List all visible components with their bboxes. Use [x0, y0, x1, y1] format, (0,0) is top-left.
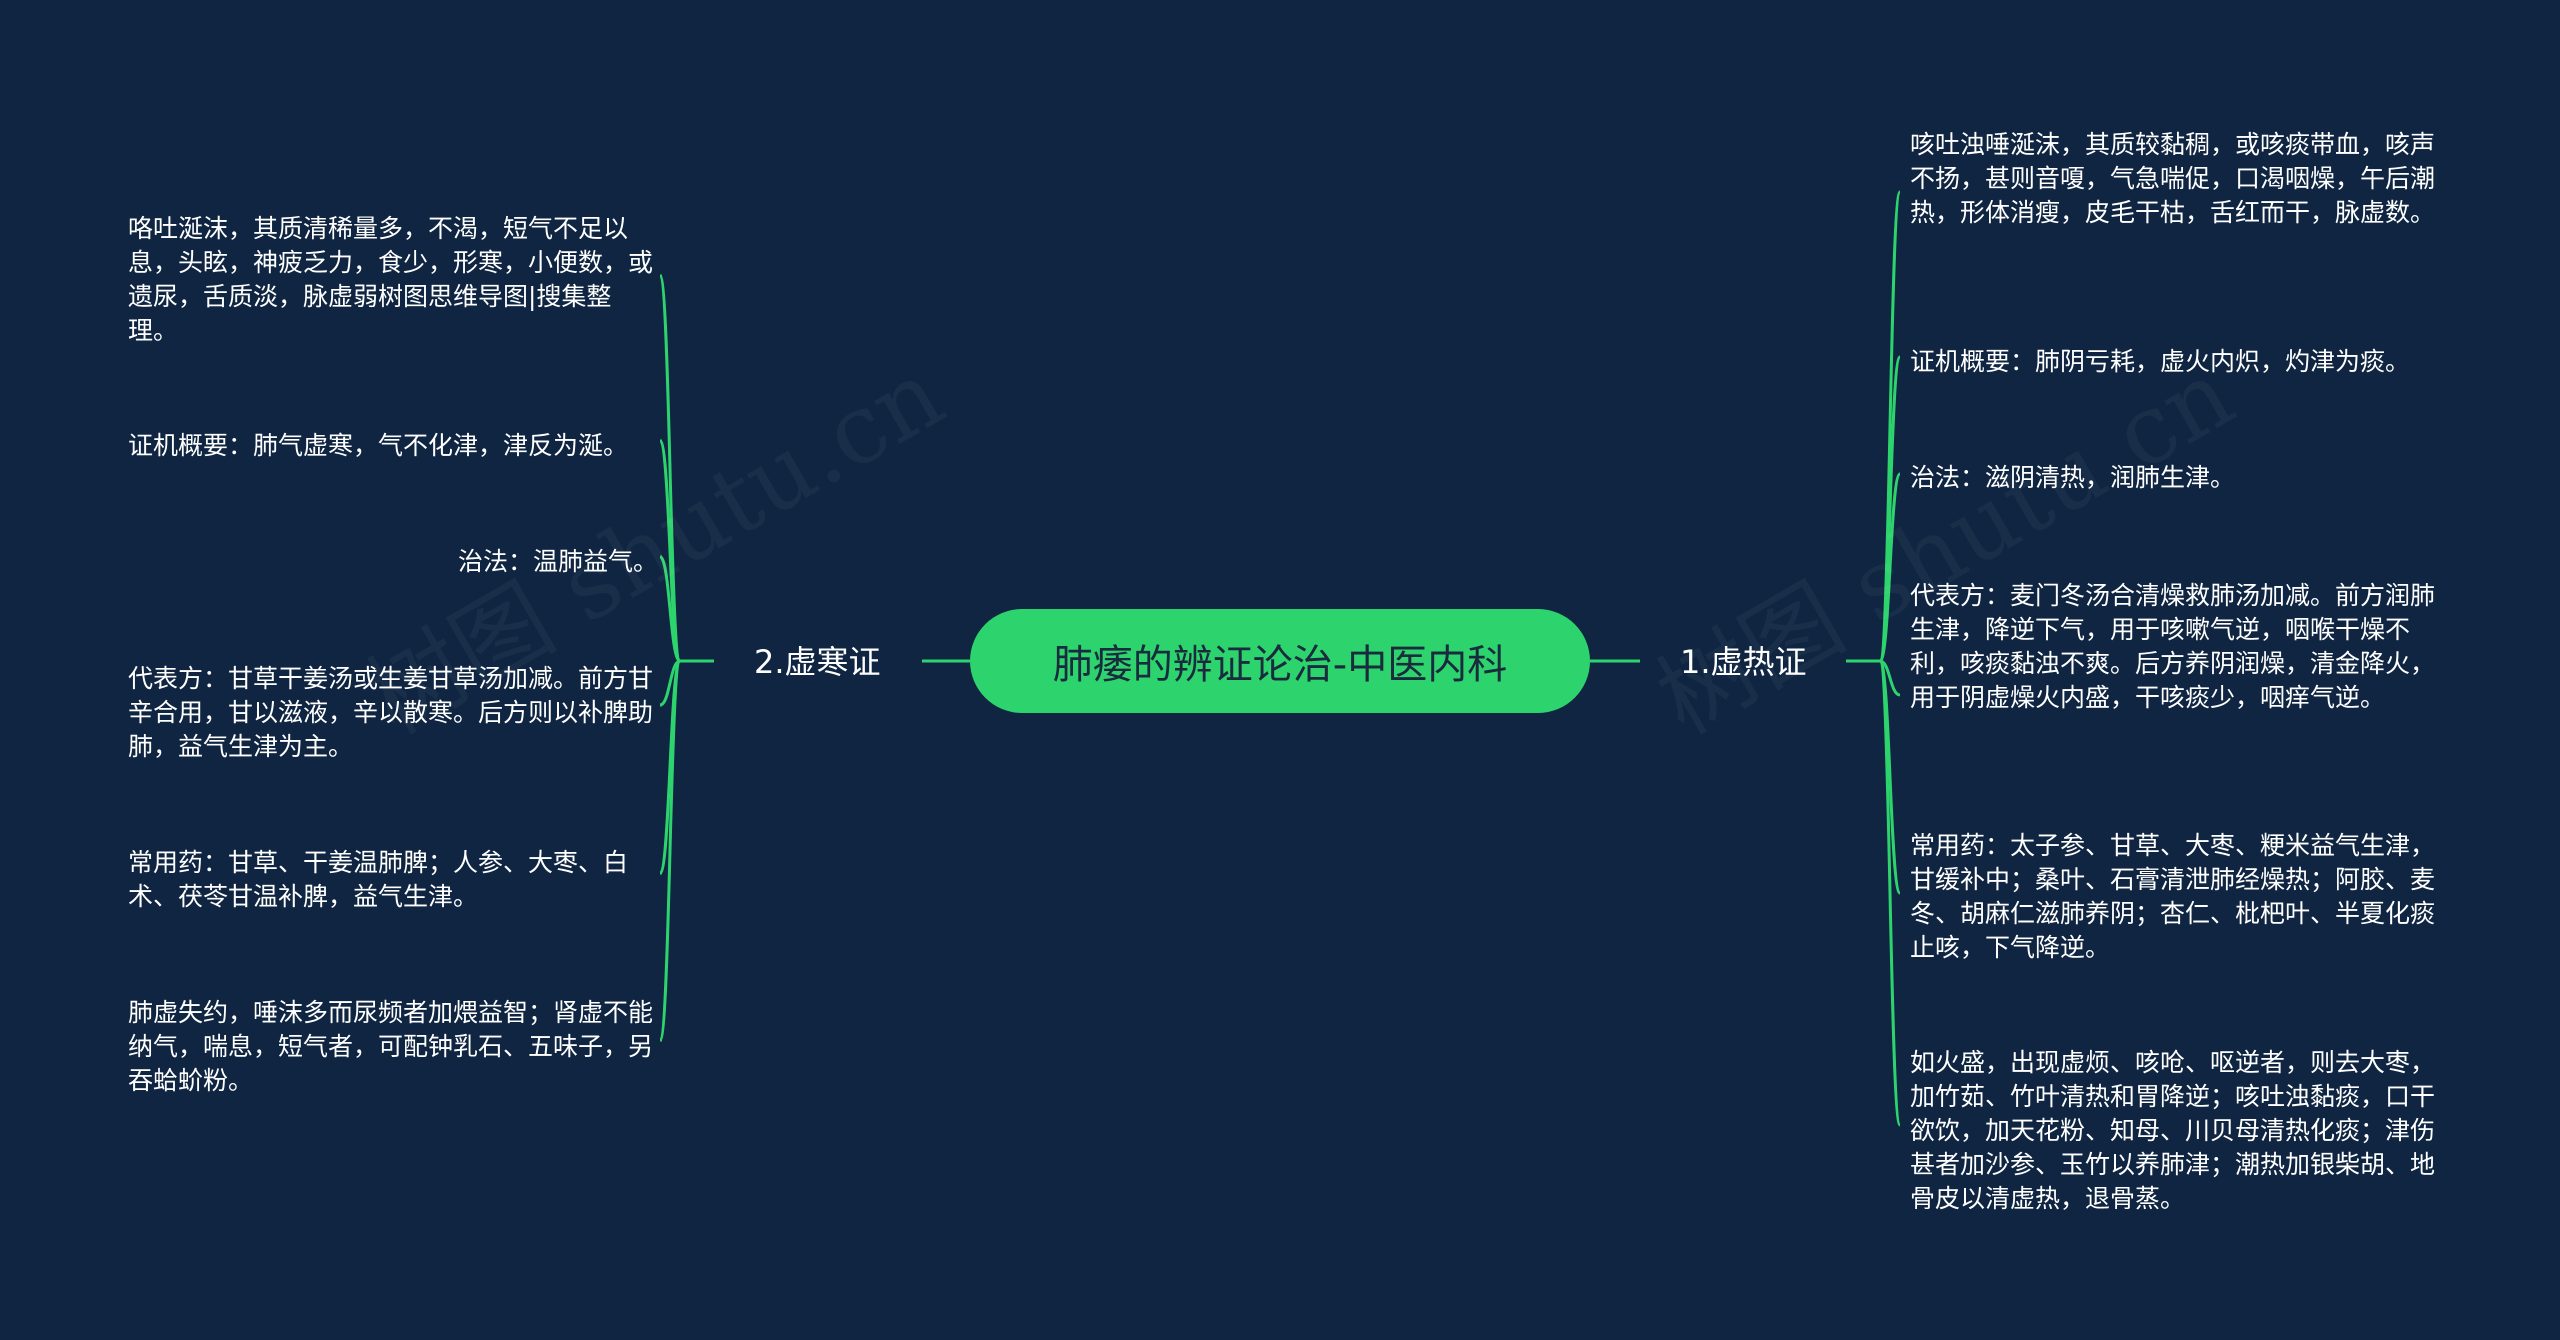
xure-child-connector [1878, 659, 1902, 1127]
leaf-xuhan-treatment: 治法：温肺益气。 [457, 547, 658, 576]
leaf-xure-symptoms: 咳吐浊唾涎沫，其质较黏稠，或咳痰带血，咳声不扬，甚则音嗄，气急喘促，口渴咽燥，午… [1910, 130, 2436, 227]
root-label: 肺痿的辨证论治-中医内科 [1052, 642, 1508, 688]
leaf-xuhan-symptoms: 咯吐涎沫，其质清稀量多，不渴，短气不足以息，头眩，神疲乏力，食少，形寒，小便数，… [128, 214, 654, 345]
leaf-xuhan-formula: 代表方：甘草干姜汤或生姜甘草汤加减。前方甘辛合用，甘以滋液，辛以散寒。后方则以补… [128, 664, 654, 761]
branch-label: 2.虚寒证 [754, 643, 881, 681]
leaf-xure-formula: 代表方：麦门冬汤合清燥救肺汤加减。前方润肺生津，降逆下气，用于咳嗽气逆，咽喉干燥… [1910, 581, 2436, 712]
leaf-xure-modifications: 如火盛，出现虚烦、咳呛、呕逆者，则去大枣，加竹茹、竹叶清热和胃降逆；咳吐浊黏痰，… [1910, 1048, 2436, 1213]
xuhan-child-connector [658, 659, 682, 1042]
branch-node-xuhan[interactable]: 2.虚寒证 [754, 642, 881, 682]
leaf-xuhan-mechanism: 证机概要：肺气虚寒，气不化津，津反为涎。 [128, 431, 629, 460]
xuhan-child-connector [658, 555, 682, 663]
leaf-xure-treatment: 治法：滋阴清热，润肺生津。 [1910, 463, 2236, 492]
branch-node-xure[interactable]: 1.虚热证 [1680, 642, 1807, 682]
root-node[interactable]: 肺痿的辨证论治-中医内科 [970, 609, 1590, 713]
branch-label: 1.虚热证 [1680, 643, 1807, 681]
leaf-xuhan-extra: 肺虚失约，唾沫多而尿频者加煨益智；肾虚不能纳气，喘息，短气者，可配钟乳石、五味子… [128, 998, 654, 1095]
xure-child-connector [1878, 472, 1902, 663]
leaf-xure-mechanism: 证机概要：肺阴亏耗，虚火内炽，灼津为痰。 [1910, 347, 2411, 376]
leaf-xure-herbs: 常用药：太子参、甘草、大枣、粳米益气生津，甘缓补中；桑叶、石膏清泄肺经燥热；阿胶… [1910, 831, 2436, 962]
leaf-xuhan-herbs: 常用药：甘草、干姜温肺脾；人参、大枣、白术、茯苓甘温补脾，益气生津。 [128, 848, 629, 911]
